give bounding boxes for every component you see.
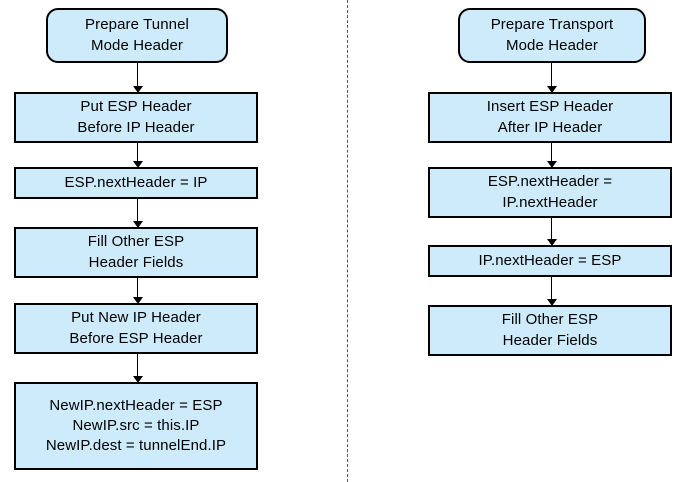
connector-transport-step-3-to-transport-step-4 xyxy=(551,277,552,299)
connector-tunnel-step-1-to-tunnel-step-2 xyxy=(137,143,138,161)
column-divider xyxy=(347,0,348,482)
arrowhead-tunnel-start-to-tunnel-step-1 xyxy=(133,86,143,93)
connector-tunnel-step-4-to-tunnel-step-5 xyxy=(137,354,138,376)
connector-tunnel-start-to-tunnel-step-1 xyxy=(137,63,138,86)
arrowhead-transport-step-3-to-transport-step-4 xyxy=(547,299,557,306)
node-transport-step-3[interactable]: IP.nextHeader = ESP xyxy=(428,245,672,277)
arrowhead-transport-step-1-to-transport-step-2 xyxy=(547,161,557,168)
connector-transport-step-2-to-transport-step-3 xyxy=(551,218,552,239)
arrowhead-transport-start-to-transport-step-1 xyxy=(547,86,557,93)
connector-transport-start-to-transport-step-1 xyxy=(551,63,552,86)
node-transport-start[interactable]: Prepare Transport Mode Header xyxy=(458,8,646,63)
node-tunnel-step-1[interactable]: Put ESP Header Before IP Header xyxy=(14,92,258,143)
node-tunnel-step-4[interactable]: Put New IP Header Before ESP Header xyxy=(14,303,258,354)
node-transport-step-4[interactable]: Fill Other ESP Header Fields xyxy=(428,305,672,356)
arrowhead-tunnel-step-4-to-tunnel-step-5 xyxy=(133,376,143,383)
connector-tunnel-step-2-to-tunnel-step-3 xyxy=(137,199,138,221)
node-tunnel-step-3[interactable]: Fill Other ESP Header Fields xyxy=(14,227,258,278)
arrowhead-tunnel-step-2-to-tunnel-step-3 xyxy=(133,221,143,228)
connector-transport-step-1-to-transport-step-2 xyxy=(551,143,552,161)
node-tunnel-start[interactable]: Prepare Tunnel Mode Header xyxy=(46,8,228,63)
connector-tunnel-step-3-to-tunnel-step-4 xyxy=(137,278,138,297)
node-tunnel-step-2[interactable]: ESP.nextHeader = IP xyxy=(14,167,258,199)
node-transport-step-1[interactable]: Insert ESP Header After IP Header xyxy=(428,92,672,143)
arrowhead-tunnel-step-3-to-tunnel-step-4 xyxy=(133,297,143,304)
arrowhead-tunnel-step-1-to-tunnel-step-2 xyxy=(133,161,143,168)
arrowhead-transport-step-2-to-transport-step-3 xyxy=(547,239,557,246)
node-tunnel-step-5[interactable]: NewIP.nextHeader = ESP NewIP.src = this.… xyxy=(14,382,258,470)
node-transport-step-2[interactable]: ESP.nextHeader = IP.nextHeader xyxy=(428,167,672,218)
